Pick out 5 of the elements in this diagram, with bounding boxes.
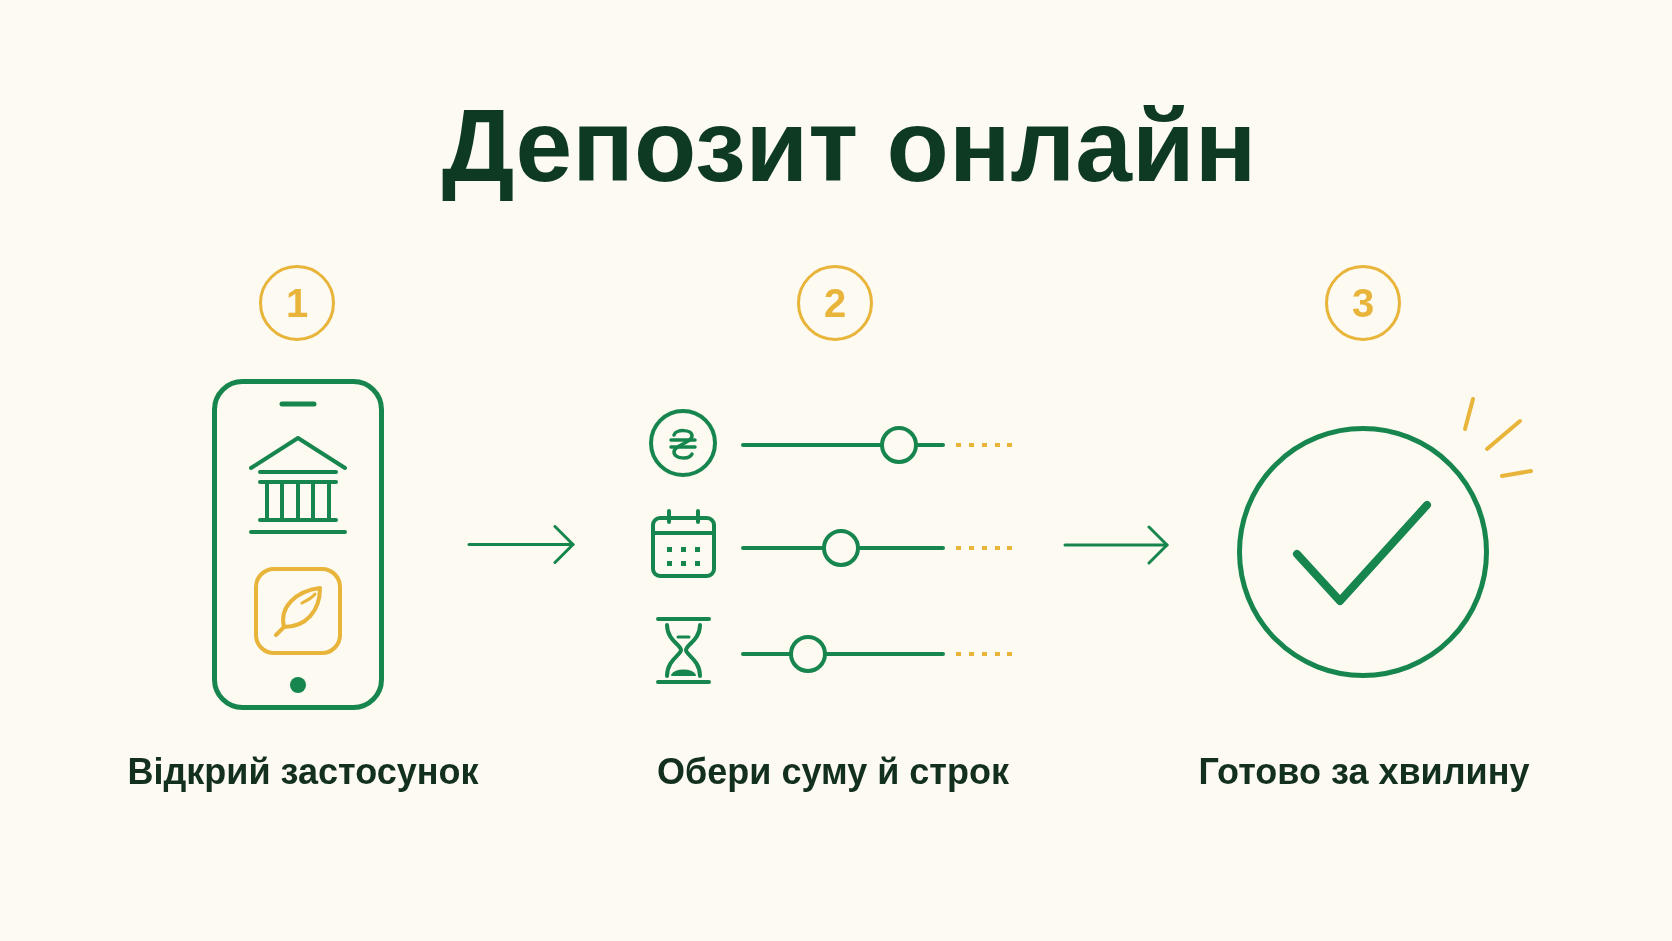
step-caption: Відкрий застосунок [127, 754, 479, 790]
step-caption: Обери суму й строк [657, 754, 1009, 790]
arrow [1063, 525, 1169, 565]
step-caption: Готово за хвилину [1198, 754, 1530, 790]
arrow [467, 525, 575, 564]
